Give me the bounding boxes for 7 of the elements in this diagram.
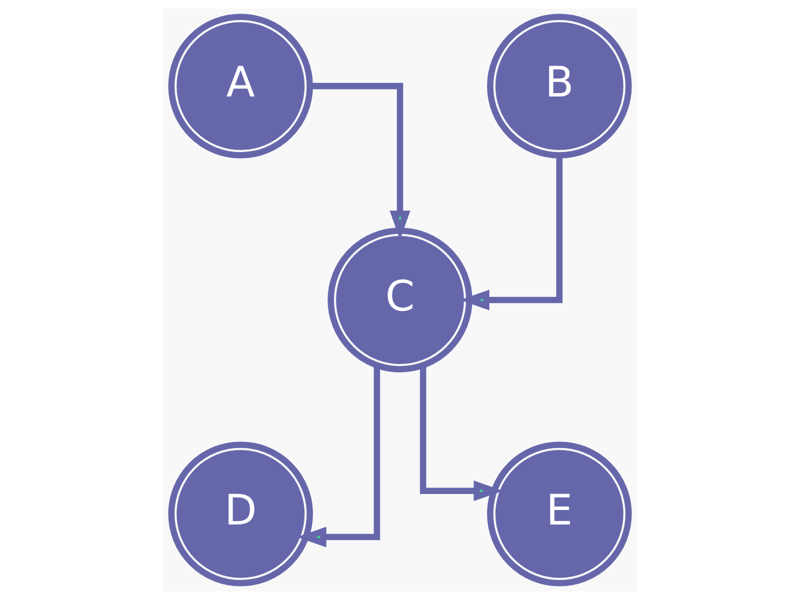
node-circle: C <box>328 228 472 372</box>
arrow <box>296 365 380 548</box>
node-circle: A <box>168 14 313 158</box>
node-circle: B <box>487 14 632 158</box>
node-circle: E <box>487 442 632 586</box>
node-circle: D <box>168 442 313 586</box>
arrow <box>420 366 504 502</box>
